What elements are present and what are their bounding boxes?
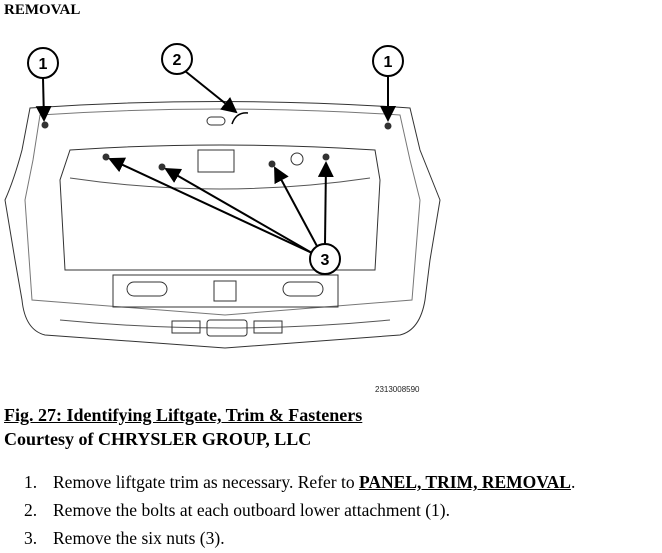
figure-image-id: 2313008590 (375, 385, 420, 394)
callout-3: 3 (309, 243, 341, 275)
callout-arrows (35, 70, 396, 254)
liftgate-frame (4, 101, 441, 349)
removal-steps: 1.Remove liftgate trim as necessary. Ref… (0, 469, 575, 553)
step-1: 1.Remove liftgate trim as necessary. Ref… (24, 472, 576, 492)
svg-text:1: 1 (39, 56, 48, 73)
panel-trim-removal-link[interactable]: PANEL, TRIM, REMOVAL (358, 472, 571, 492)
step-2: 2.Remove the bolts at each outboard lowe… (24, 500, 451, 520)
callout-1-right: 1 (372, 45, 404, 77)
liftgate-illustration: 1 2 1 3 (4, 43, 441, 349)
svg-text:3: 3 (321, 252, 330, 269)
figure-title: Fig. 27: Identifying Liftgate, Trim & Fa… (4, 405, 363, 425)
figure-caption: Fig. 27: Identifying Liftgate, Trim & Fa… (4, 403, 362, 451)
callout-1-left: 1 (27, 47, 59, 79)
callout-2: 2 (161, 43, 193, 75)
figure-courtesy: Courtesy of CHRYSLER GROUP, LLC (4, 429, 312, 449)
svg-text:2: 2 (173, 52, 182, 69)
svg-text:1: 1 (384, 54, 393, 71)
step-3: 3.Remove the six nuts (3). (24, 528, 225, 548)
section-heading: REMOVAL (4, 2, 81, 18)
